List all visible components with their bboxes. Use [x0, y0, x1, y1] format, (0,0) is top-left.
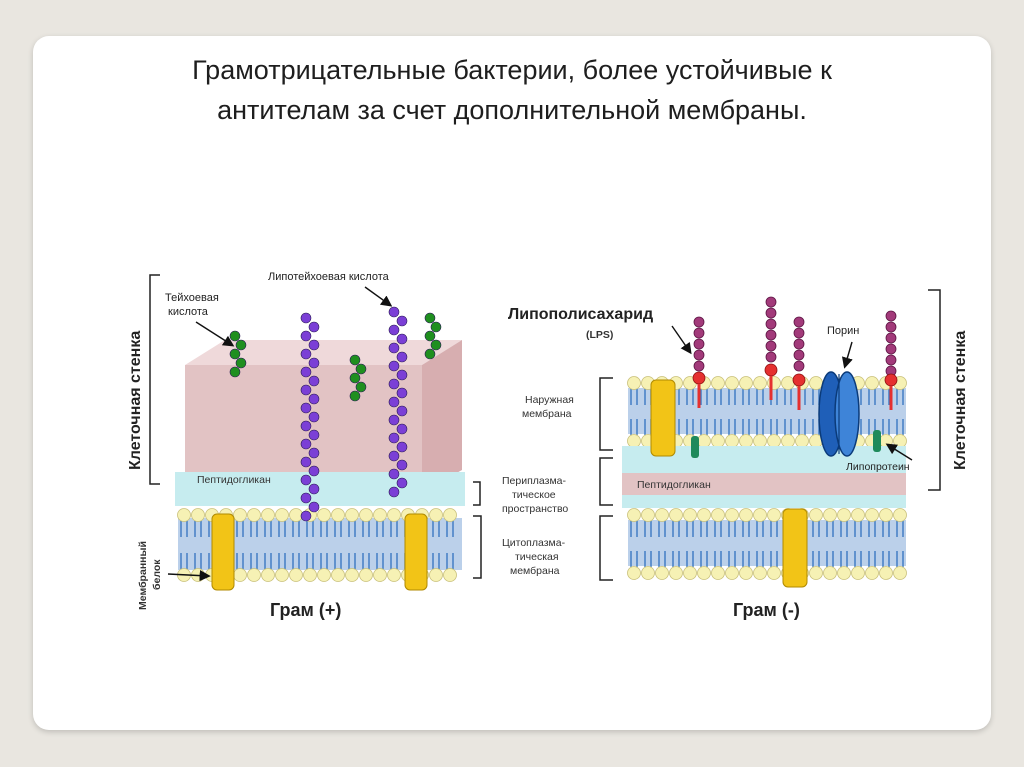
cytoplasmic-membrane-neg: [627, 508, 907, 580]
teichoic-acid-2: [349, 354, 367, 402]
cyto-bracket-pos: [473, 515, 482, 579]
periplasm-bracket-neg: [599, 457, 613, 506]
lipoteichoic-label: Липотейхоевая кислота: [268, 271, 390, 283]
slide-title: Грамотрицательные бактерии, более устойч…: [30, 50, 994, 130]
porin-arrow: [841, 341, 853, 369]
peptidoglycan-block-side: [422, 340, 462, 492]
membrane-protein-left: [211, 513, 235, 591]
teichoic-acid-3: [424, 312, 442, 360]
cell-wall-bracket-neg: [928, 289, 941, 491]
lps-label: Липополисахарид: [508, 306, 653, 323]
lipoteichoic-chain-1: [300, 312, 320, 522]
peptidoglycan-label-pos: Пептидогликан: [197, 474, 271, 486]
periplasm-label-2: тическое: [512, 489, 556, 501]
membrane-protein-label-1: Мембранный: [137, 541, 149, 610]
lps-abbr-label: (LPS): [586, 329, 613, 341]
outer-membrane-label-2: мембрана: [522, 408, 572, 420]
peptidoglycan-block-top: [185, 340, 462, 365]
membrane-protein-label-2: белок: [151, 559, 163, 590]
outer-bracket-neg: [599, 377, 613, 451]
cyto-label-3: мембрана: [510, 565, 560, 577]
teichoic-label-1: Тейхоевая: [165, 292, 219, 304]
lps-chain-4: [884, 310, 898, 410]
cell-wall-bracket-pos: [149, 274, 160, 485]
lipoteichoic-chain-2: [388, 306, 408, 498]
outer-membrane-label-1: Наружная: [525, 394, 574, 406]
membrane-protein-right: [404, 513, 428, 591]
gram-pos-caption: Грам (+): [270, 600, 341, 620]
periplasm-band-pos: [175, 472, 465, 506]
lipoprotein-2: [873, 430, 881, 452]
cell-wall-label-neg: Клеточная стенка: [952, 331, 969, 470]
teichoic-arrow: [195, 321, 235, 347]
porin-channel: [818, 371, 860, 457]
lipoprotein-arrow: [885, 443, 913, 461]
lps-chain-2: [764, 296, 778, 400]
lipoprotein-label: Липопротеин: [846, 461, 910, 473]
title-line-2: антителам за счет дополнительной мембран…: [217, 95, 807, 125]
periplasm-label-3: пространство: [502, 503, 568, 515]
cyto-label-2: тическая: [515, 551, 559, 563]
inner-membrane-protein: [782, 508, 808, 588]
title-line-1: Грамотрицательные бактерии, более устойч…: [192, 55, 832, 85]
gram-neg-caption: Грам (-): [733, 600, 800, 620]
lps-chain-1: [692, 316, 706, 408]
cyto-label-1: Цитоплазма-: [502, 537, 566, 549]
cyto-bracket-neg: [599, 515, 613, 581]
lps-arrow: [671, 325, 692, 355]
cell-wall-label-pos: Клеточная стенка: [127, 331, 144, 470]
lps-chain-3: [792, 316, 806, 410]
lipoprotein-1: [691, 436, 699, 458]
outer-membrane-protein: [650, 379, 676, 457]
teichoic-label-2: кислота: [168, 306, 209, 318]
peptidoglycan-label-neg: Пептидогликан: [637, 479, 711, 491]
lipoteichoic-arrow: [364, 286, 393, 307]
periplasm-label-1: Периплазма-: [502, 475, 566, 487]
porin-label: Порин: [827, 325, 859, 337]
periplasm-bracket-pos: [473, 481, 481, 506]
peptidoglycan-band-neg: [622, 473, 906, 495]
membrane-protein-arrow: [167, 569, 211, 582]
